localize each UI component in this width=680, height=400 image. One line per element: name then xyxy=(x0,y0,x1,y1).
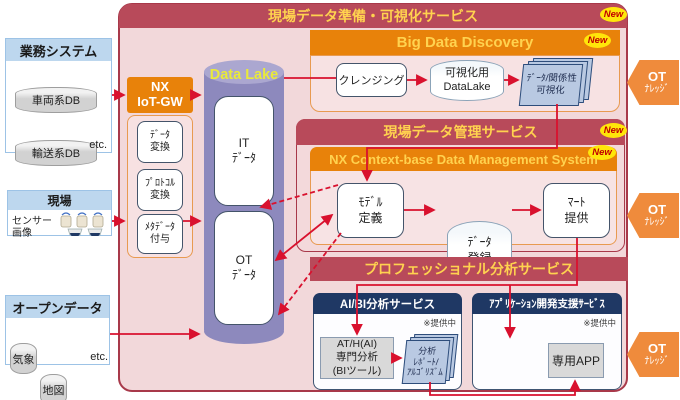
fn-label: 変換 xyxy=(150,190,170,201)
business-systems-title: 業務システム xyxy=(6,39,111,61)
ot-data-box: OT ﾃﾞｰﾀ xyxy=(214,211,274,325)
iot-gw-title-line1: NX xyxy=(150,79,170,95)
aibi-title: AI/BI分析サービス xyxy=(339,298,436,311)
ctx-header: NX Context-base Data Management System xyxy=(310,147,617,171)
ot-knowledge-badge-middle: OT ﾅﾚｯｼﾞ xyxy=(627,193,679,238)
new-badge-bigdata: New xyxy=(584,33,611,48)
db-cylinder-transport: 輸送系DB xyxy=(15,140,97,166)
viz-datalake-line2: DataLake xyxy=(443,80,491,93)
ot-knowledge-badge-top: OT ﾅﾚｯｼﾞ xyxy=(627,60,679,105)
report-line1: 分析 xyxy=(417,345,437,356)
ot-badge-line2: ﾅﾚｯｼﾞ xyxy=(644,217,670,229)
viz-datalake-cylinder: 可視化用 DataLake xyxy=(430,60,504,101)
viz-docs-stack: ﾃﾞｰﾀ/関係性 可視化 xyxy=(518,58,594,106)
big-data-header: Big Data Discovery xyxy=(310,30,620,55)
model-line1: ﾓﾃﾞﾙ xyxy=(358,194,383,209)
new-badge-mgmt: New xyxy=(600,123,627,138)
expert-line3: (BIツール) xyxy=(332,364,382,377)
mgmt-header: 現場データ管理サービス xyxy=(296,119,625,145)
db-cylinder-vehicle: 車両系DB xyxy=(15,87,97,113)
fn-metadata-attach: ﾒﾀﾃﾞｰﾀ 付与 xyxy=(137,214,183,254)
mart-provide-box: ﾏｰﾄ 提供 xyxy=(543,183,610,238)
professional-title: プロフェッショナル分析サービス xyxy=(364,261,574,277)
field-box: 現場 センサー 画像 xyxy=(7,190,112,239)
open-data-title: オープンデータ xyxy=(6,296,109,318)
it-data-box: IT ﾃﾞｰﾀ xyxy=(214,96,274,206)
field-sensor-label: センサー xyxy=(12,216,52,227)
db-cylinder-map: 地図 xyxy=(40,374,67,400)
ot-badge-line1: OT xyxy=(647,68,667,84)
data-lake-cylinder-top xyxy=(204,60,284,84)
open-etc-label: etc. xyxy=(90,351,108,363)
open-data-box: オープンデータ 気象 地図 観光 etc. xyxy=(5,295,110,400)
business-etc-label: etc. xyxy=(89,139,107,151)
business-systems-box: 業務システム 車両系DB 輸送系DB 電力系DB etc. xyxy=(5,38,112,219)
db-cylinder-weather: 気象 xyxy=(10,343,37,374)
big-data-title: Big Data Discovery xyxy=(396,34,534,51)
data-lake-title: Data Lake xyxy=(209,67,279,83)
viz-docs-line1: ﾃﾞｰﾀ/関係性 xyxy=(526,73,578,85)
fn-protocol-convert: ﾌﾟﾛﾄｺﾙ 変換 xyxy=(137,169,183,211)
top-banner: 現場データ準備・可視化サービス xyxy=(119,4,627,28)
ot-badge-line1: OT xyxy=(647,340,667,356)
dedicated-app-box: 専用APP xyxy=(548,343,604,378)
fn-label: ﾃﾞｰﾀ xyxy=(150,130,170,141)
model-line2: 定義 xyxy=(358,210,383,225)
expert-line1: AT/H(AI) xyxy=(336,338,378,351)
ctx-title: NX Context-base Data Management System xyxy=(329,151,598,167)
model-define-box: ﾓﾃﾞﾙ 定義 xyxy=(337,183,404,238)
register-line1: ﾃﾞｰﾀ xyxy=(467,235,492,250)
new-badge-top: New xyxy=(600,7,627,22)
fn-data-convert: ﾃﾞｰﾀ 変換 xyxy=(137,121,183,163)
field-image-label: 画像 xyxy=(12,228,32,239)
cleansing-box: クレンジング xyxy=(336,63,407,97)
fn-label: ﾒﾀﾃﾞｰﾀ xyxy=(145,222,175,233)
viz-datalake-line1: 可視化用 xyxy=(445,67,489,80)
mgmt-title: 現場データ管理サービス xyxy=(383,124,538,140)
ot-badge-line1: OT xyxy=(647,201,667,217)
report-docs-stack: 分析 ﾚﾎﾟｰﾄ/ ｱﾙｺﾞﾘｽﾞﾑ xyxy=(401,334,459,384)
new-badge-ctx: New xyxy=(588,145,616,160)
appdev-title: ｱﾌﾟﾘｹｰｼｮﾝ開発支援ｻｰﾋﾞｽ xyxy=(489,298,605,310)
mart-line1: ﾏｰﾄ xyxy=(567,194,586,209)
aibi-note: ※提供中 xyxy=(423,318,456,328)
expert-analysis-box: AT/H(AI) 専門分析 (BIツール) xyxy=(320,337,394,379)
fn-label: 変換 xyxy=(150,142,170,153)
professional-banner: プロフェッショナル分析サービス xyxy=(310,257,628,281)
appdev-header: ｱﾌﾟﾘｹｰｼｮﾝ開発支援ｻｰﾋﾞｽ xyxy=(472,293,622,314)
doc-front: 分析 ﾚﾎﾟｰﾄ/ ｱﾙｺﾞﾘｽﾞﾑ xyxy=(401,340,451,384)
viz-docs-line2: 可視化 xyxy=(535,85,566,96)
report-line3: ｱﾙｺﾞﾘｽﾞﾑ xyxy=(406,367,444,378)
report-line2: ﾚﾎﾟｰﾄ/ xyxy=(413,356,440,367)
ot-data-line2: ﾃﾞｰﾀ xyxy=(231,268,256,282)
fn-label: ﾌﾟﾛﾄｺﾙ xyxy=(145,178,175,189)
ot-data-line1: OT xyxy=(235,253,253,267)
iot-gw-title-line2: IoT-GW xyxy=(137,94,183,109)
appdev-note: ※提供中 xyxy=(583,318,616,328)
it-data-line1: IT xyxy=(238,136,250,150)
field-title: 現場 xyxy=(8,191,111,210)
it-data-line2: ﾃﾞｰﾀ xyxy=(231,151,256,165)
top-banner-title: 現場データ準備・可視化サービス xyxy=(268,8,478,24)
fn-label: 付与 xyxy=(150,234,170,245)
ot-knowledge-badge-bottom: OT ﾅﾚｯｼﾞ xyxy=(627,332,679,377)
iot-gw-header: NX IoT-GW xyxy=(127,77,193,113)
doc-front: ﾃﾞｰﾀ/関係性 可視化 xyxy=(518,64,584,106)
ot-badge-line2: ﾅﾚｯｼﾞ xyxy=(644,84,670,96)
ot-badge-line2: ﾅﾚｯｼﾞ xyxy=(644,356,670,368)
aibi-header: AI/BI分析サービス xyxy=(313,293,462,314)
sensor-camera-icons xyxy=(60,212,104,236)
mart-line2: 提供 xyxy=(564,210,589,225)
expert-line2: 専門分析 xyxy=(336,351,378,364)
